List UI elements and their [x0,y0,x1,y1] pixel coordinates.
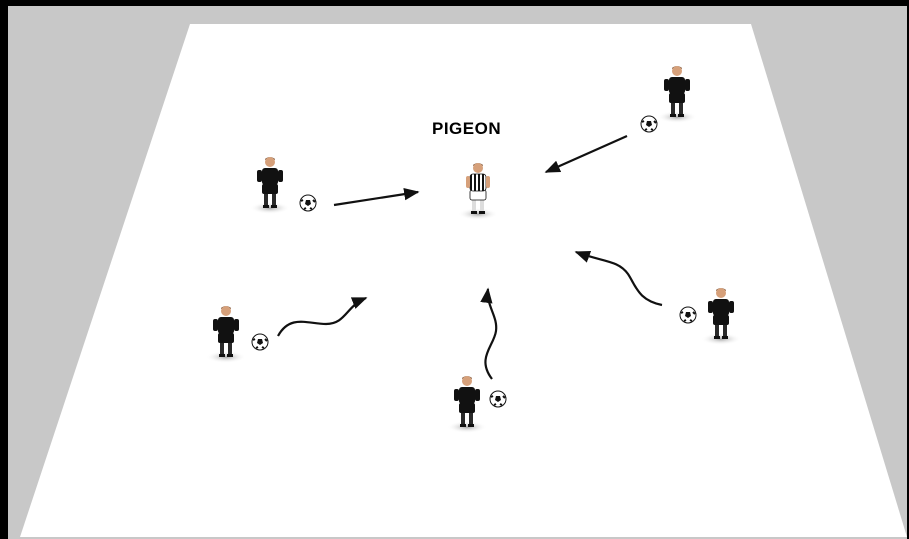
dribble-arrow [574,250,663,307]
pass-arrow [333,188,420,207]
ball-icon [640,115,658,133]
pass-arrow [544,134,628,174]
dribble-arrow [277,296,368,337]
pigeon-player-icon [458,163,498,220]
drill-canvas [20,24,907,537]
pitch [20,24,907,537]
ball-icon [679,306,697,324]
ball-icon [299,194,317,212]
pigeon-label: PIGEON [432,119,502,138]
dribble-arrow [480,287,498,380]
ball-icon [489,390,507,408]
ball-icon [251,333,269,351]
